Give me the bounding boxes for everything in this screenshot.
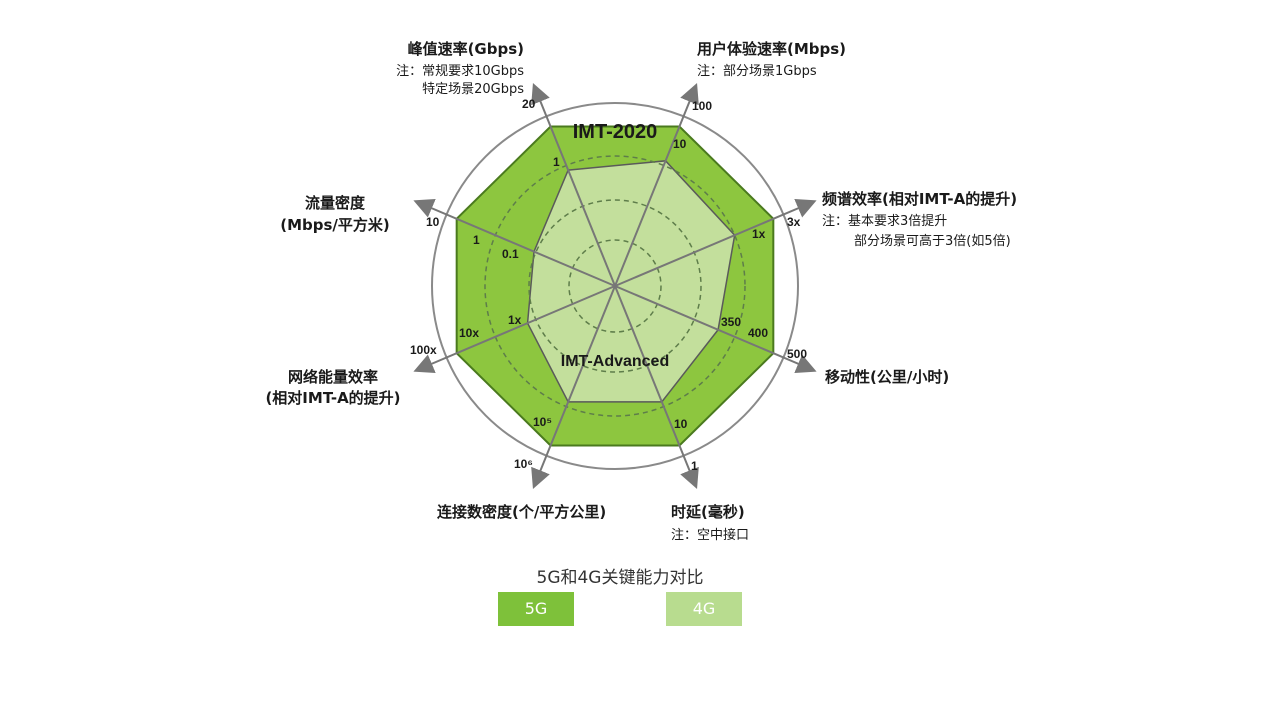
axis-line-0 <box>531 82 616 287</box>
user-rate-imtadv-value: 10 <box>673 137 687 151</box>
imtadv-label: IMT-Advanced <box>561 353 669 370</box>
peak-rate-note-1: 注：常规要求10Gbps <box>396 64 524 79</box>
user-rate-note-1: 注：部分场景1Gbps <box>697 64 817 79</box>
energy-imtadv-value: 1x <box>508 313 522 327</box>
connection-imtadv-value: 10⁵ <box>533 415 552 429</box>
connection-density-title: 连接数密度(个/平方公里) <box>437 503 607 521</box>
dashed-circle-inner <box>568 239 662 333</box>
dashed-circle-middle <box>528 199 702 373</box>
energy-imt2020-value: 100x <box>410 343 437 357</box>
axis-line-5 <box>531 285 616 490</box>
axis-line-7 <box>413 199 616 287</box>
peak-rate-imt2020-value: 20 <box>522 97 536 111</box>
spectrum-efficiency-note-2: 部分场景可高于3倍(如5倍) <box>854 234 1011 249</box>
traffic-mid-value: 1 <box>473 233 480 247</box>
latency-note-1: 注：空中接口 <box>671 528 750 543</box>
user-rate-title: 用户体验速率(Mbps) <box>697 40 847 58</box>
axis-lines <box>413 82 817 490</box>
traffic-density-title: 流量密度 <box>304 194 365 212</box>
latency-imt2020-value: 1 <box>691 459 698 473</box>
mobility-imtadv-value: 350 <box>721 315 741 329</box>
traffic-imt2020-value: 10 <box>426 215 440 229</box>
traffic-density-title-2: (Mbps/平方米) <box>280 216 390 234</box>
legend-5g: 5G <box>498 592 574 626</box>
dashed-circle-outer <box>484 155 746 417</box>
peak-rate-title: 峰值速率(Gbps) <box>407 40 524 58</box>
mobility-imt2020-value: 500 <box>787 347 807 361</box>
legend-4g: 4G <box>666 592 742 626</box>
spectrum-efficiency-title: 频谱效率(相对IMT-A的提升) <box>822 190 1018 208</box>
traffic-imtadv-value: 0.1 <box>502 247 519 261</box>
energy-efficiency-title: 网络能量效率 <box>287 368 378 386</box>
diagram-caption: 5G和4G关键能力对比 <box>536 568 704 588</box>
latency-title: 时延(毫秒) <box>671 503 745 521</box>
axis-line-6 <box>413 285 616 373</box>
mobility-imt2020-alt-value: 400 <box>748 326 768 340</box>
energy-mid-value: 10x <box>459 326 479 340</box>
axis-line-1 <box>614 82 699 287</box>
peak-rate-imtadv-value: 1 <box>553 155 560 169</box>
peak-rate-note-2: 特定场景20Gbps <box>422 82 524 97</box>
axis-line-2 <box>614 199 817 287</box>
spectrum-imt2020-value: 3x <box>787 215 801 229</box>
imt2020-label: IMT-2020 <box>573 121 657 143</box>
axis-line-3 <box>614 285 817 373</box>
latency-imtadv-value: 10 <box>674 417 688 431</box>
axis-line-4 <box>614 285 699 490</box>
energy-efficiency-title-2: (相对IMT-A的提升) <box>265 389 401 407</box>
spectrum-efficiency-note-1: 注：基本要求3倍提升 <box>822 214 948 229</box>
spectrum-imtadv-value: 1x <box>752 227 766 241</box>
outer-circle <box>431 102 799 470</box>
user-rate-imt2020-value: 100 <box>692 99 712 113</box>
mobility-title: 移动性(公里/小时) <box>825 368 950 386</box>
connection-imt2020-value: 10⁶ <box>514 457 533 471</box>
